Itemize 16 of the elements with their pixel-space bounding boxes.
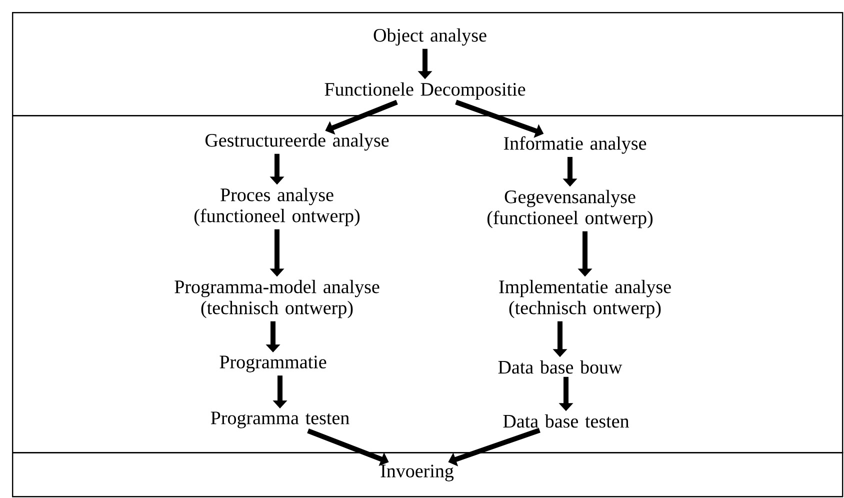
band-box xyxy=(12,115,844,454)
step-label: Functionele Decompositie xyxy=(324,82,526,100)
band-box xyxy=(12,12,844,116)
step-label: Programma testen xyxy=(210,412,350,428)
step-label: Invoering xyxy=(380,464,454,482)
step-label: Programmatie xyxy=(220,356,326,372)
step-label: Programma-model analyse (technisch ontwerp) xyxy=(174,280,380,318)
step-label: Data base bouw xyxy=(498,360,622,374)
step-label: Informatie analyse xyxy=(504,136,646,154)
step-label: Proces analyse (functioneel ontwerp) xyxy=(194,188,360,226)
step-label: Data base testen xyxy=(503,414,630,428)
step-label: Gestructureerde analyse xyxy=(205,133,389,151)
step-label: Gegevensanalyse (functioneel ontwerp) xyxy=(487,190,653,228)
band-box xyxy=(12,452,844,498)
step-label: Object analyse xyxy=(374,28,486,46)
step-label: Implementatie analyse (technisch ontwerp) xyxy=(499,280,671,318)
